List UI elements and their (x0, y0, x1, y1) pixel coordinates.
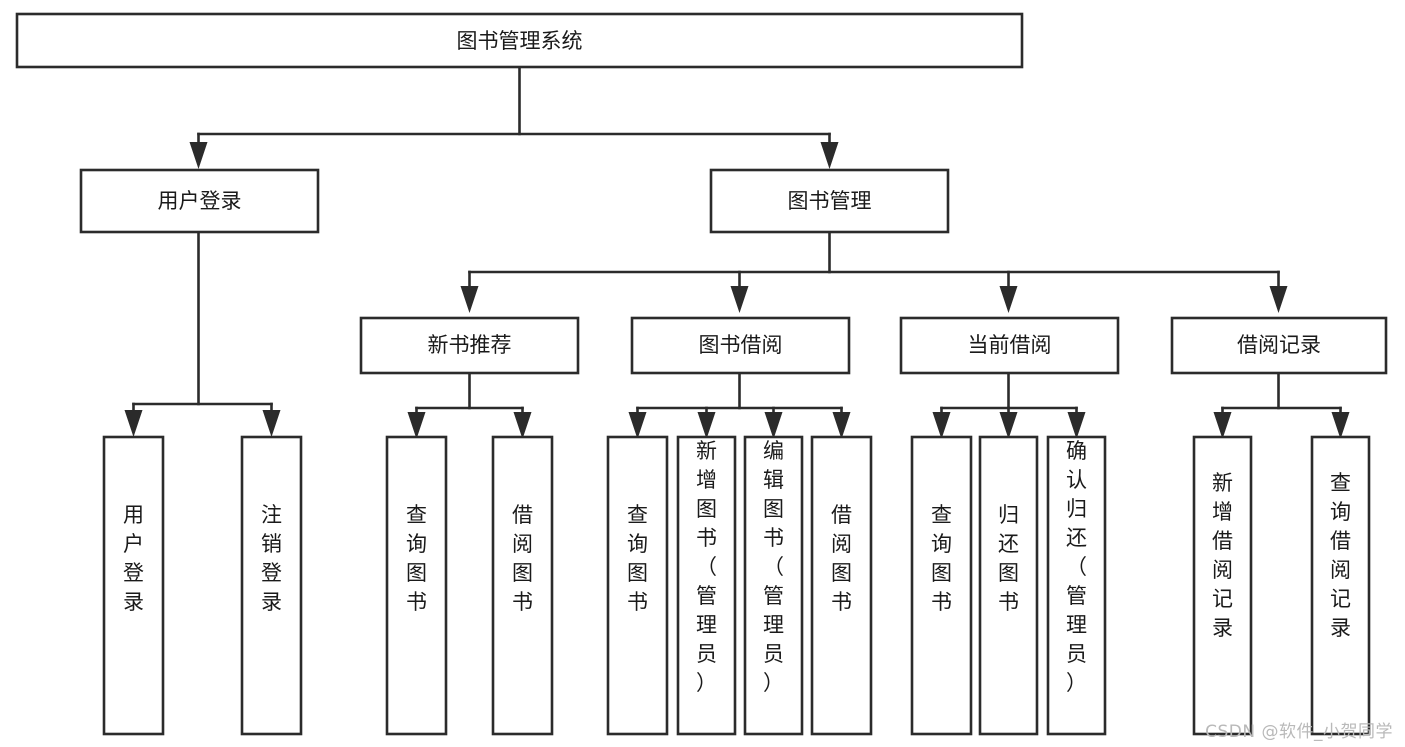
node-book-manage[interactable]: 图书管理 (709, 168, 950, 234)
node-root-box[interactable] (15, 12, 1024, 69)
node-current-borrow-label: 当前借阅 (968, 333, 1052, 357)
arrowhead-leaf-return-book (999, 412, 1018, 439)
connector-layer (124, 65, 1350, 439)
leaf-user-logout[interactable]: 注销登录 (240, 435, 303, 736)
node-new-book-rec-box[interactable] (359, 316, 580, 375)
leaf-return-book-box[interactable] (978, 435, 1039, 736)
node-new-book-rec-label: 新书推荐 (428, 333, 512, 357)
leaf-add-record-box[interactable] (1192, 435, 1253, 736)
leaf-borrow-book-box[interactable] (810, 435, 873, 736)
arrowhead-book-manage (820, 142, 839, 169)
leaf-query-book-rec-label: 查询图书 (406, 503, 427, 614)
leaf-add-record[interactable]: 新增借阅记录 (1192, 435, 1253, 736)
leaf-query-record-box[interactable] (1310, 435, 1371, 736)
node-current-borrow[interactable]: 当前借阅 (899, 316, 1120, 375)
node-user-login[interactable]: 用户登录 (79, 168, 320, 234)
arrowhead-leaf-query-book-cur (932, 412, 951, 439)
leaf-add-book-label: 新增图书（管理员） (696, 439, 717, 695)
arrowhead-leaf-borrow-book (832, 412, 851, 439)
leaf-query-book-cur-label: 查询图书 (931, 503, 952, 614)
csdn-watermark: CSDN @软件_小贺同学 (1205, 722, 1393, 742)
arrowhead-leaf-query-book-rec (407, 412, 426, 439)
node-book-borrow-label: 图书借阅 (699, 333, 783, 357)
arrowhead-leaf-query-record (1331, 412, 1350, 439)
leaf-borrow-book-rec-label: 借阅图书 (512, 503, 533, 614)
arrowhead-leaf-confirm-return (1067, 412, 1086, 439)
arrowhead-leaf-edit-book (764, 412, 783, 439)
leaf-query-record[interactable]: 查询借阅记录 (1310, 435, 1371, 736)
node-current-borrow-box[interactable] (899, 316, 1120, 375)
leaf-confirm-return[interactable]: 确认归还（管理员） (1046, 435, 1107, 736)
leaf-user-logout-label: 注销登录 (261, 503, 282, 614)
arrowhead-leaf-add-record (1213, 412, 1232, 439)
node-root-label: 图书管理系统 (457, 29, 583, 53)
node-book-borrow[interactable]: 图书借阅 (630, 316, 851, 375)
arrowhead-new-book-rec (460, 286, 479, 313)
leaf-confirm-return-label: 确认归还（管理员） (1066, 439, 1087, 695)
leaf-user-logout-box[interactable] (240, 435, 303, 736)
node-borrow-record[interactable]: 借阅记录 (1170, 316, 1388, 375)
leaf-add-book-box[interactable] (676, 435, 737, 736)
leaf-query-book-rec[interactable]: 查询图书 (385, 435, 448, 736)
leaf-return-book[interactable]: 归还图书 (978, 435, 1039, 736)
leaf-query-book-borrow[interactable]: 查询图书 (606, 435, 669, 736)
arrowhead-current-borrow (999, 286, 1018, 313)
arrowhead-book-borrow (730, 286, 749, 313)
arrowhead-leaf-user-login (124, 410, 143, 437)
node-borrow-record-box[interactable] (1170, 316, 1388, 375)
leaf-edit-book-box[interactable] (743, 435, 804, 736)
leaf-return-book-label: 归还图书 (998, 503, 1019, 614)
arrowhead-user-login (189, 142, 208, 169)
leaf-edit-book-label: 编辑图书（管理员） (763, 439, 784, 695)
node-borrow-record-label: 借阅记录 (1237, 333, 1321, 357)
node-book-manage-label: 图书管理 (788, 189, 872, 213)
leaf-confirm-return-box[interactable] (1046, 435, 1107, 736)
leaf-query-book-rec-box[interactable] (385, 435, 448, 736)
leaf-borrow-book-label: 借阅图书 (831, 503, 852, 614)
leaf-add-record-label: 新增借阅记录 (1212, 471, 1233, 640)
leaf-borrow-book-rec-box[interactable] (491, 435, 554, 736)
leaf-query-book-borrow-label: 查询图书 (627, 503, 648, 614)
node-user-login-box[interactable] (79, 168, 320, 234)
leaf-borrow-book-rec[interactable]: 借阅图书 (491, 435, 554, 736)
leaf-query-record-label: 查询借阅记录 (1330, 471, 1351, 640)
node-book-manage-box[interactable] (709, 168, 950, 234)
leaf-user-login-box[interactable] (102, 435, 165, 736)
node-book-borrow-box[interactable] (630, 316, 851, 375)
leaf-add-book[interactable]: 新增图书（管理员） (676, 435, 737, 736)
arrowhead-leaf-add-book (697, 412, 716, 439)
leaf-user-login[interactable]: 用户登录 (102, 435, 165, 736)
leaf-user-login-label: 用户登录 (123, 503, 144, 614)
leaf-query-book-cur-box[interactable] (910, 435, 973, 736)
node-root[interactable]: 图书管理系统 (15, 12, 1024, 69)
leaf-query-book-cur[interactable]: 查询图书 (910, 435, 973, 736)
arrowhead-leaf-user-logout (262, 410, 281, 437)
arrowhead-leaf-borrow-book-rec (513, 412, 532, 439)
arrowhead-borrow-record (1269, 286, 1288, 313)
node-user-login-label: 用户登录 (158, 189, 242, 213)
leaf-query-book-borrow-box[interactable] (606, 435, 669, 736)
node-new-book-rec[interactable]: 新书推荐 (359, 316, 580, 375)
leaf-edit-book[interactable]: 编辑图书（管理员） (743, 435, 804, 736)
leaf-borrow-book[interactable]: 借阅图书 (810, 435, 873, 736)
arrowhead-leaf-query-book-borrow (628, 412, 647, 439)
